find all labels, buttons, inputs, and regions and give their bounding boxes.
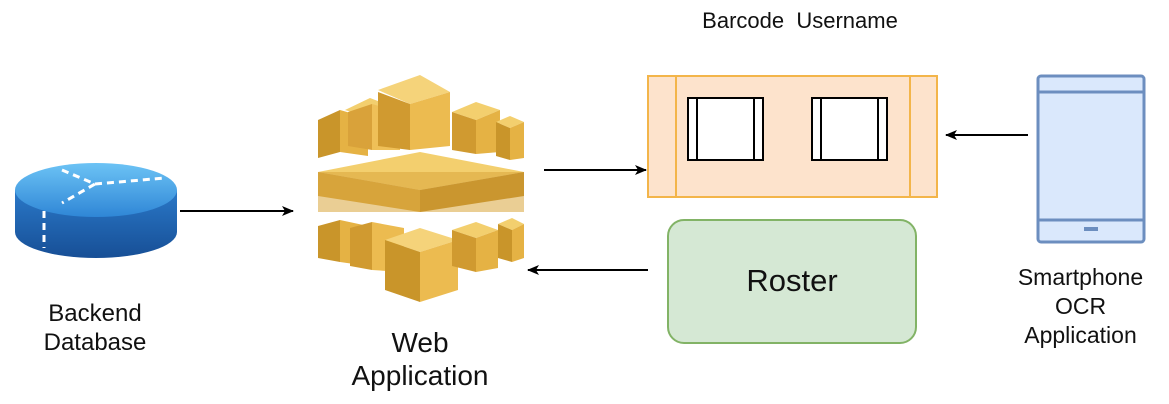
roster-label: Roster	[746, 263, 838, 298]
webapp-label-line1: Web	[391, 327, 449, 358]
smartphone-label: Smartphone OCR Application	[992, 263, 1169, 350]
database-icon	[15, 163, 177, 258]
aws-cubes-icon	[318, 75, 524, 302]
smartphone-label-line1: Smartphone	[1017, 264, 1144, 290]
barcode-card-icon	[647, 75, 938, 198]
smartphone-label-line2: OCR	[1054, 292, 1107, 319]
barcode-title: Barcode Username	[702, 8, 898, 33]
roster-box	[667, 219, 917, 344]
database-label-line1: Backend	[48, 300, 142, 327]
webapp-label-line2: Application	[351, 360, 489, 392]
smartphone-label-line3: Application	[1024, 321, 1137, 348]
database-label: Backend Database	[10, 300, 180, 358]
database-label-line2: Database	[43, 328, 147, 356]
smartphone-icon	[1036, 74, 1146, 244]
webapp-label: Web Application	[310, 326, 530, 392]
